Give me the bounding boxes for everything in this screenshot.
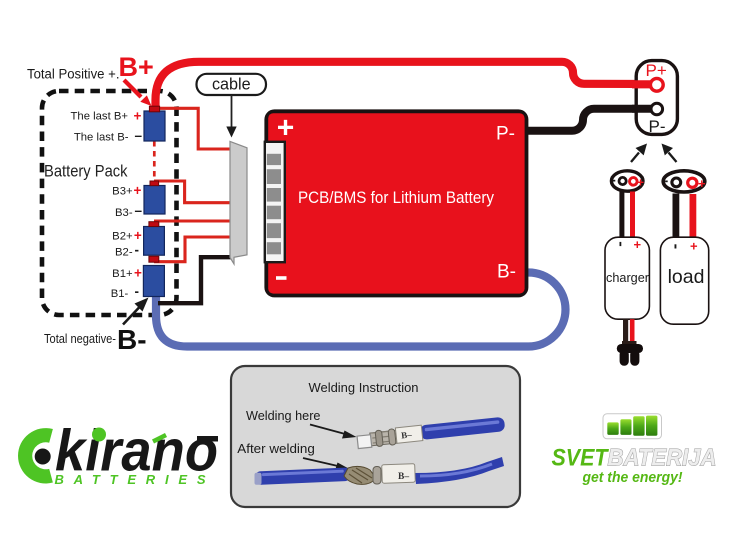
svg-text:BATERIJA: BATERIJA xyxy=(608,445,717,472)
svg-text:B–: B– xyxy=(401,429,413,440)
svg-text:Total negative-: Total negative- xyxy=(44,331,116,346)
svg-text:B1-: B1- xyxy=(111,288,129,300)
svg-text:+: + xyxy=(134,109,142,124)
svg-text:After welding: After welding xyxy=(237,441,314,456)
svg-text:charger: charger xyxy=(606,270,650,285)
svg-text:B+: B+ xyxy=(119,52,154,82)
svg-text:PCB/BMS for Lithium Battery: PCB/BMS for Lithium Battery xyxy=(298,188,494,207)
svg-text:B–: B– xyxy=(398,472,409,482)
svg-text:+: + xyxy=(637,176,644,190)
svg-text:get the energy!: get the energy! xyxy=(582,470,683,486)
svg-text:P-: P- xyxy=(649,117,666,136)
svg-text:P-: P- xyxy=(496,124,515,145)
svg-text:load: load xyxy=(668,266,705,288)
svg-text:+: + xyxy=(134,265,142,280)
svg-text:B-: B- xyxy=(117,324,147,355)
svg-text:B2+: B2+ xyxy=(112,231,133,243)
svg-text:B1+: B1+ xyxy=(112,268,133,280)
svg-text:+: + xyxy=(634,237,642,252)
svg-text:B3-: B3- xyxy=(115,207,133,219)
svg-text:+: + xyxy=(277,112,295,145)
svg-text:Battery Pack: Battery Pack xyxy=(44,162,128,180)
svg-text:kirano: kirano xyxy=(55,419,218,484)
svg-text:+: + xyxy=(690,239,698,254)
svg-text:+: + xyxy=(698,176,706,191)
svg-text:–: – xyxy=(135,203,143,218)
svg-text:Total Positive +.: Total Positive +. xyxy=(27,67,120,82)
svg-text:-: - xyxy=(135,284,140,299)
svg-text:P+: P+ xyxy=(646,61,667,80)
svg-text:–: – xyxy=(135,128,143,143)
svg-text:Welding here: Welding here xyxy=(246,408,321,423)
svg-text:-: - xyxy=(135,242,140,257)
svg-text:The last B-: The last B- xyxy=(74,132,129,144)
svg-text:B-: B- xyxy=(497,262,516,283)
svg-text:+: + xyxy=(134,183,142,198)
svg-text:+: + xyxy=(134,228,142,243)
svg-text:B3+: B3+ xyxy=(112,185,133,197)
svg-text:BATTERIES: BATTERIES xyxy=(55,472,206,487)
svg-text:cable: cable xyxy=(212,76,251,94)
svg-text:SVET: SVET xyxy=(552,445,610,472)
svg-text:B2-: B2- xyxy=(115,246,133,258)
svg-text:The last B+: The last B+ xyxy=(71,111,129,123)
svg-text:Welding Instruction: Welding Instruction xyxy=(309,380,419,395)
